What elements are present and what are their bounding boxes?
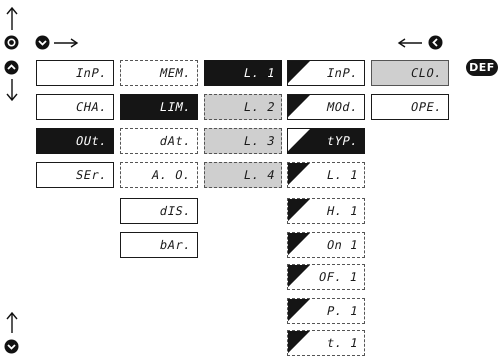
item-typ[interactable]: tYP. xyxy=(287,128,365,154)
menu-label: A. O. xyxy=(150,168,193,182)
submenu-dat[interactable]: dAt. xyxy=(120,128,198,154)
left-button-icon[interactable] xyxy=(428,35,443,50)
submenu-dis[interactable]: dIS. xyxy=(120,198,198,224)
limit-l1[interactable]: L. 1 xyxy=(204,60,282,86)
menu-label: SEr. xyxy=(74,168,109,182)
item-h1[interactable]: H. 1 xyxy=(287,198,365,224)
limit-l3[interactable]: L. 3 xyxy=(204,128,282,154)
corner-triangle-icon xyxy=(288,233,310,256)
corner-triangle-icon xyxy=(288,61,310,84)
menu-label: InP. xyxy=(74,66,109,80)
menu-label: CHA. xyxy=(74,100,109,114)
item-p1[interactable]: P. 1 xyxy=(287,298,365,324)
corner-triangle-icon xyxy=(288,163,310,186)
item-t1[interactable]: t. 1 xyxy=(287,330,365,356)
arrow-left-icon xyxy=(397,38,423,48)
submenu-bar[interactable]: bAr. xyxy=(120,232,198,258)
menu-label: OF. 1 xyxy=(317,270,360,284)
down-button-icon[interactable] xyxy=(35,35,50,50)
arrow-up-bottom-icon xyxy=(6,310,18,334)
arrow-up-icon xyxy=(6,5,18,31)
menu-label: On 1 xyxy=(325,238,360,252)
option-ope[interactable]: OPE. xyxy=(371,94,449,120)
corner-triangle-icon xyxy=(288,265,310,288)
menu-cha[interactable]: CHA. xyxy=(36,94,114,120)
corner-triangle-icon xyxy=(288,129,310,152)
menu-ser[interactable]: SEr. xyxy=(36,162,114,188)
menu-label: MEM. xyxy=(158,66,193,80)
menu-label: L. 1 xyxy=(242,66,277,80)
submenu-mem[interactable]: MEM. xyxy=(120,60,198,86)
item-l1[interactable]: L. 1 xyxy=(287,162,365,188)
menu-label: dAt. xyxy=(158,134,193,148)
menu-label: H. 1 xyxy=(325,204,360,218)
item-on1[interactable]: On 1 xyxy=(287,232,365,258)
submenu-ao[interactable]: A. O. xyxy=(120,162,198,188)
menu-label: P. 1 xyxy=(325,304,360,318)
menu-label: LIM. xyxy=(158,100,193,114)
limit-l4[interactable]: L. 4 xyxy=(204,162,282,188)
up-button-icon[interactable] xyxy=(4,60,19,75)
menu-label: OUt. xyxy=(74,134,109,148)
menu-label: InP. xyxy=(325,66,360,80)
limit-l2[interactable]: L. 2 xyxy=(204,94,282,120)
down-button-bottom-icon[interactable] xyxy=(4,339,19,354)
corner-triangle-icon xyxy=(288,199,310,222)
item-mod[interactable]: MOd. xyxy=(287,94,365,120)
arrow-down-icon xyxy=(6,78,18,102)
corner-triangle-icon xyxy=(288,95,310,118)
menu-label: L. 1 xyxy=(325,168,360,182)
submenu-lim[interactable]: LIM. xyxy=(120,94,198,120)
menu-label: MOd. xyxy=(325,100,360,114)
menu-label: tYP. xyxy=(325,134,360,148)
option-clo[interactable]: CLO. xyxy=(371,60,449,86)
menu-inp[interactable]: InP. xyxy=(36,60,114,86)
corner-triangle-icon xyxy=(288,299,310,322)
menu-out[interactable]: OUt. xyxy=(36,128,114,154)
menu-label: bAr. xyxy=(158,238,193,252)
item-inp[interactable]: InP. xyxy=(287,60,365,86)
menu-label: CLO. xyxy=(409,66,444,80)
arrow-right-icon xyxy=(53,38,79,48)
menu-label: L. 3 xyxy=(242,134,277,148)
item-of1[interactable]: OF. 1 xyxy=(287,264,365,290)
menu-label: OPE. xyxy=(409,100,444,114)
def-badge[interactable]: DEF xyxy=(466,59,498,76)
menu-label: L. 4 xyxy=(242,168,277,182)
corner-triangle-icon xyxy=(288,331,310,354)
menu-label: t. 1 xyxy=(325,336,360,350)
menu-label: L. 2 xyxy=(242,100,277,114)
menu-label: dIS. xyxy=(158,204,193,218)
enter-button-icon[interactable] xyxy=(4,35,19,50)
